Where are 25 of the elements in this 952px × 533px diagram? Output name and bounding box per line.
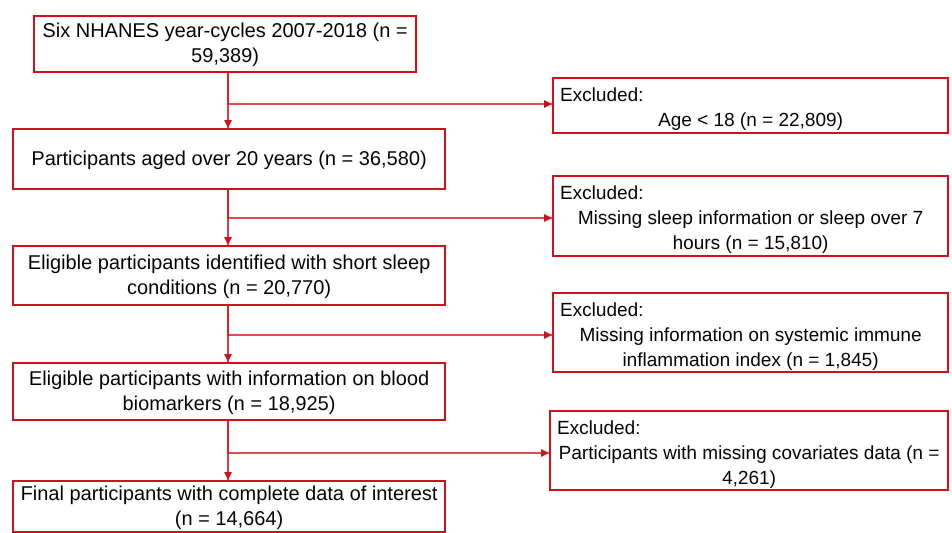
exclusion-box: [549, 410, 949, 491]
box-text: Eligible participants identified with short sleep conditions (n = 20,770): [26, 250, 432, 300]
box-text: Participants aged over 20 years (n = 36,580): [30, 146, 428, 172]
box-heading: Excluded:: [560, 299, 644, 323]
box-heading: Excluded:: [557, 417, 642, 441]
arrow: [227, 190, 552, 222]
arrow: [227, 421, 549, 457]
process-box: [12, 362, 446, 421]
process-box: [33, 15, 417, 73]
exclusion-box: [552, 77, 949, 134]
box-text: Age < 18 (n = 22,809): [657, 109, 844, 133]
box-heading: Excluded:: [560, 84, 644, 108]
box-text: Missing sleep information or sleep over 7 hours (n = 15,810): [576, 207, 924, 256]
box-text: Final participants with complete data of interest (n = 14,664): [20, 482, 438, 532]
box-text: Missing information on systemic immune inflammation index (n = 1,845): [578, 324, 923, 373]
box-text: Six NHANES year-cycles 2007-2018 (n = 59,389): [41, 19, 409, 69]
box-text: Eligible participants with information on blood biomarkers (n = 18,925): [28, 366, 430, 416]
exclusion-box: [552, 292, 949, 373]
exclusion-box: [552, 175, 949, 257]
box-heading: Excluded:: [560, 182, 644, 206]
process-box: [12, 245, 446, 306]
arrow: [227, 306, 552, 339]
box-text: Participants with missing covariates data (n = 4,261): [558, 442, 940, 491]
process-box: [12, 128, 446, 190]
arrow: [227, 73, 552, 108]
